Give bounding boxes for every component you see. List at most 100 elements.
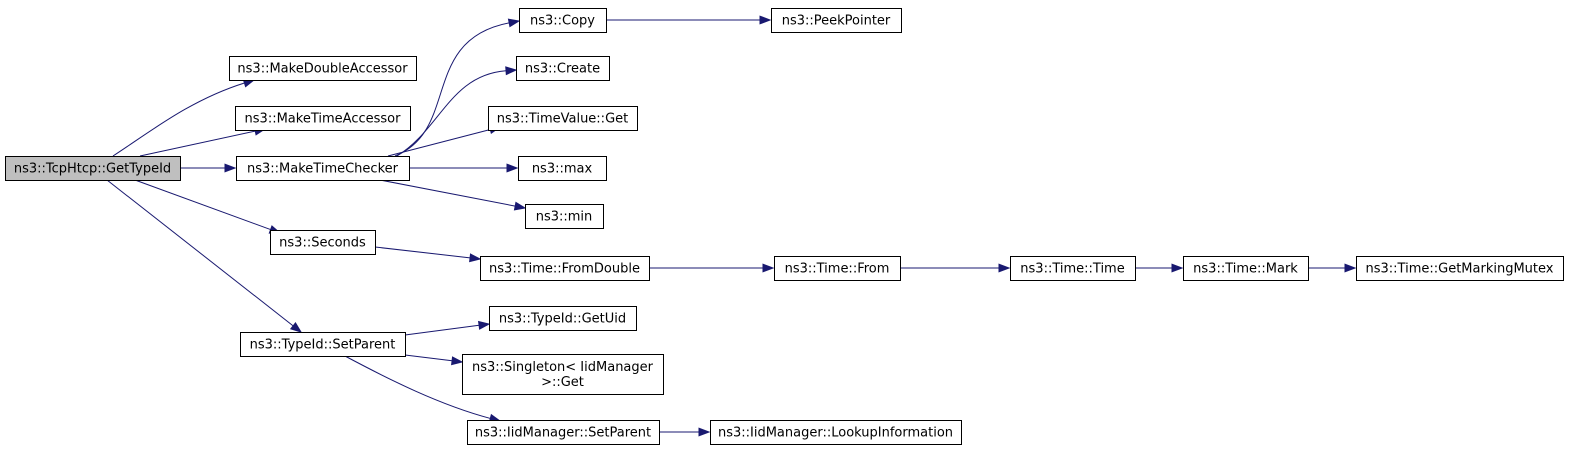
node-box[interactable]	[525, 204, 604, 229]
node-fromdouble[interactable]: ns3::Time::FromDouble	[480, 256, 650, 281]
nodes-layer: ns3::TcpHtcp::GetTypeId ns3::MakeDoubleAc…	[5, 8, 1564, 445]
arrow-head	[1344, 263, 1357, 273]
node-time[interactable]: ns3::Time::Time	[1010, 256, 1136, 281]
edge-gettypeid-to-makedoubleaccessor	[112, 78, 256, 157]
node-label: ns3::Seconds	[279, 236, 366, 251]
node-box[interactable]	[771, 8, 902, 33]
edge-maketimechecker-to-create	[396, 66, 518, 157]
node-box[interactable]	[235, 106, 411, 131]
arrow-head	[505, 66, 518, 76]
arrow-head	[507, 18, 521, 28]
node-box[interactable]	[710, 420, 962, 445]
node-label: >::Get	[541, 375, 584, 390]
node-mark[interactable]: ns3::Time::Mark	[1183, 256, 1309, 281]
arrow-head	[224, 163, 237, 173]
node-box[interactable]	[488, 106, 638, 131]
node-box[interactable]	[1356, 256, 1564, 281]
edge-fromdouble-to-from	[649, 263, 775, 273]
node-setparent[interactable]: ns3::TypeId::SetParent	[240, 332, 406, 357]
node-box[interactable]	[240, 332, 406, 357]
edge-line	[404, 324, 480, 336]
arrow-head	[513, 201, 527, 211]
edge-setparent-to-singletonget	[404, 354, 464, 366]
node-label: ns3::min	[536, 210, 593, 225]
node-maketimechecker[interactable]: ns3::MakeTimeChecker	[236, 156, 410, 181]
node-min[interactable]: ns3::min	[525, 204, 604, 229]
node-box[interactable]	[229, 56, 417, 81]
node-label: ns3::Time::From	[785, 262, 890, 277]
node-box[interactable]	[462, 354, 664, 395]
node-maketimeaccessor[interactable]: ns3::MakeTimeAccessor	[235, 106, 411, 131]
node-box[interactable]	[5, 156, 181, 181]
edge-line	[134, 179, 271, 231]
node-makedoubleaccessor[interactable]: ns3::MakeDoubleAccessor	[229, 56, 417, 81]
node-label: ns3::Time::Time	[1020, 262, 1124, 277]
edge-line	[379, 179, 516, 207]
arrow-head	[478, 320, 491, 330]
edge-line	[112, 82, 245, 157]
node-peekpointer[interactable]: ns3::PeekPointer	[771, 8, 902, 33]
node-seconds[interactable]: ns3::Seconds	[270, 230, 376, 255]
node-box[interactable]	[1010, 256, 1136, 281]
edge-copy-to-peekpointer	[606, 15, 772, 25]
node-from[interactable]: ns3::Time::From	[774, 256, 901, 281]
arrow-head	[762, 263, 775, 273]
edge-gettypeid-to-maketimeaccessor	[139, 126, 267, 157]
node-label: ns3::Time::FromDouble	[489, 262, 640, 277]
node-label: ns3::TcpHtcp::GetTypeId	[14, 162, 171, 177]
node-box[interactable]	[518, 156, 607, 181]
node-label: ns3::MakeTimeAccessor	[245, 112, 402, 127]
edge-from-to-time	[900, 263, 1011, 273]
edge-line	[387, 129, 491, 157]
arrow-head	[759, 15, 772, 25]
edge-time-to-mark	[1135, 263, 1184, 273]
edge-iidsetparent-to-lookupinformation	[659, 427, 711, 437]
node-label: ns3::MakeDoubleAccessor	[237, 62, 408, 77]
node-box[interactable]	[516, 56, 610, 81]
node-box[interactable]	[236, 156, 410, 181]
node-box[interactable]	[467, 420, 660, 445]
arrow-head	[451, 356, 464, 366]
node-label: ns3::TypeId::GetUid	[499, 312, 626, 327]
arrow-head	[469, 253, 482, 263]
node-max[interactable]: ns3::max	[518, 156, 607, 181]
node-label: ns3::Time::GetMarkingMutex	[1366, 262, 1554, 277]
arrow-head	[289, 321, 303, 333]
node-box[interactable]	[519, 8, 607, 33]
edge-gettypeid-to-maketimechecker	[180, 163, 237, 173]
edges-layer	[106, 15, 1357, 437]
node-box[interactable]	[270, 230, 376, 255]
node-timevalueget[interactable]: ns3::TimeValue::Get	[488, 106, 638, 131]
node-gettypeid[interactable]: ns3::TcpHtcp::GetTypeId	[5, 156, 181, 181]
edge-seconds-to-fromdouble	[374, 246, 482, 263]
edge-maketimechecker-to-max	[409, 163, 519, 173]
node-label: ns3::Create	[525, 62, 600, 77]
node-iidsetparent[interactable]: ns3::IidManager::SetParent	[467, 420, 660, 445]
edge-line	[344, 355, 491, 419]
node-create[interactable]: ns3::Create	[516, 56, 610, 81]
edge-line	[106, 179, 294, 327]
edge-gettypeid-to-setparent	[106, 179, 303, 333]
node-label: ns3::Singleton< IidManager	[472, 360, 654, 375]
node-getuid[interactable]: ns3::TypeId::GetUid	[489, 306, 637, 331]
node-box[interactable]	[774, 256, 901, 281]
edge-maketimechecker-to-copy	[394, 18, 521, 157]
node-label: ns3::IidManager::LookupInformation	[718, 426, 953, 441]
node-label: ns3::IidManager::SetParent	[475, 426, 651, 441]
node-label: ns3::TypeId::SetParent	[250, 338, 396, 353]
node-box[interactable]	[480, 256, 650, 281]
node-label: ns3::PeekPointer	[782, 14, 891, 29]
edge-maketimechecker-to-min	[379, 179, 527, 211]
edge-setparent-to-getuid	[404, 320, 491, 336]
arrow-head	[1171, 263, 1184, 273]
node-box[interactable]	[489, 306, 637, 331]
edge-line	[404, 354, 453, 362]
node-box[interactable]	[1183, 256, 1309, 281]
node-lookupinformation[interactable]: ns3::IidManager::LookupInformation	[710, 420, 962, 445]
node-label: ns3::MakeTimeChecker	[247, 162, 399, 177]
node-singletonget[interactable]: ns3::Singleton< IidManager>::Get	[462, 354, 664, 395]
node-label: ns3::Time::Mark	[1193, 262, 1298, 277]
node-getmarkingmutex[interactable]: ns3::Time::GetMarkingMutex	[1356, 256, 1564, 281]
node-copy[interactable]: ns3::Copy	[519, 8, 607, 33]
